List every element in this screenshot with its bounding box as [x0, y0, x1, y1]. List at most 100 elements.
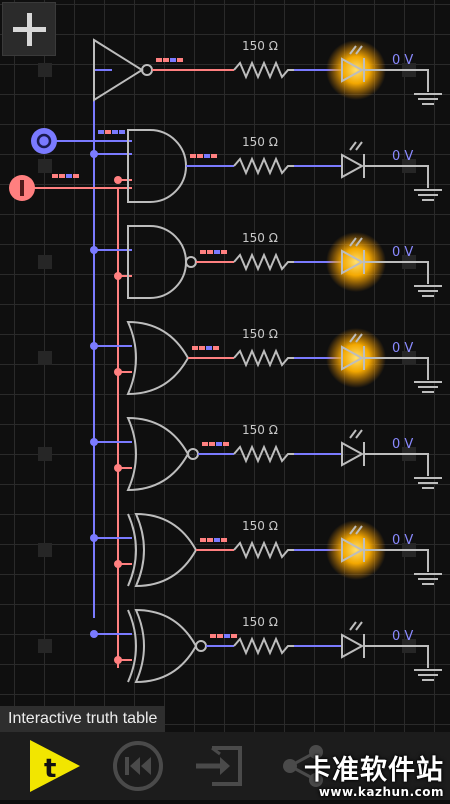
t-tool-button[interactable]: t [20, 732, 86, 800]
state-indicator [112, 130, 118, 134]
voltmeter-readout: 0 V [392, 245, 413, 260]
export-icon [196, 746, 242, 786]
gate-row-nand[interactable]: 150 Ω 0 V [90, 225, 442, 299]
state-indicator [200, 250, 206, 254]
gate-row-xor[interactable]: 150 Ω 0 V [90, 512, 442, 588]
rewind-button[interactable] [108, 732, 168, 800]
led-glow [326, 328, 386, 388]
resistor[interactable] [233, 636, 294, 656]
rewind-icon [113, 741, 163, 791]
state-indicator [200, 538, 206, 542]
state-indicator [98, 130, 104, 134]
resistor-label: 150 Ω [242, 519, 278, 533]
and-gate-symbol [127, 129, 187, 203]
state-indicator [59, 174, 65, 178]
voltmeter-readout: 0 V [392, 53, 413, 68]
resistor-label: 150 Ω [242, 423, 278, 437]
one-glyph [20, 180, 24, 196]
wire-ground [364, 261, 429, 284]
add-component-button[interactable] [2, 2, 56, 56]
resistor[interactable] [233, 444, 294, 464]
wire-ground [364, 165, 429, 188]
input-a-switch[interactable] [31, 128, 57, 154]
led-diode-icon[interactable] [341, 537, 365, 563]
gate-row-xnor[interactable]: 150 Ω0 V [90, 608, 442, 684]
state-indicator [214, 538, 220, 542]
state-indicator [206, 346, 212, 350]
state-indicator [52, 174, 58, 178]
wire-ground [364, 453, 429, 476]
led-glow [326, 520, 386, 580]
resistor-label: 150 Ω [242, 39, 278, 53]
resistor-label: 150 Ω [242, 231, 278, 245]
state-indicator [224, 634, 230, 638]
not-gate-symbol [93, 38, 144, 102]
watermark: 卡准软件站 www.kazhun.com [304, 748, 444, 799]
state-indicator [163, 58, 169, 62]
gate-row-nor[interactable]: 150 Ω0 V [90, 416, 442, 492]
board-pad [38, 159, 52, 173]
resistor[interactable] [233, 540, 294, 560]
xor-gate-symbol [134, 512, 198, 588]
led-rays [349, 333, 363, 343]
xor-curve [127, 609, 137, 683]
board-pad [38, 543, 52, 557]
board-pad [38, 255, 52, 269]
xnor-gate-symbol [134, 608, 198, 684]
gate-row-not[interactable]: 150 Ω 0 V [93, 38, 442, 105]
gate-row-or[interactable]: 150 Ω0 V [90, 320, 442, 396]
wire-ground [364, 645, 429, 668]
board-pad [38, 447, 52, 461]
bottom-toolbar: t [0, 732, 450, 800]
state-indicator [211, 154, 217, 158]
watermark-text: 卡准软件站 [304, 755, 444, 786]
input-b-switch[interactable] [9, 175, 35, 201]
junction-dot [90, 342, 98, 350]
state-indicator [214, 250, 220, 254]
state-indicator [192, 346, 198, 350]
wire-ground [364, 549, 429, 572]
junction-dot [90, 246, 98, 254]
export-button[interactable] [190, 732, 250, 800]
state-indicator [73, 174, 79, 178]
inverter-bubble [187, 448, 199, 460]
share-button[interactable] [272, 732, 332, 800]
wire-ground [364, 69, 429, 92]
state-indicator [190, 154, 196, 158]
resistor[interactable] [233, 60, 294, 80]
led-diode-icon[interactable] [341, 345, 365, 371]
share-icon [283, 745, 323, 787]
plus-icon [13, 13, 46, 46]
state-indicator [177, 58, 183, 62]
led-diode-icon[interactable] [341, 249, 365, 275]
led-diode-icon[interactable] [341, 441, 365, 467]
watermark-url: www.kazhun.com [318, 785, 444, 799]
junction-dot [90, 150, 98, 158]
state-indicator [204, 154, 210, 158]
led-diode-icon[interactable] [341, 57, 365, 83]
wire-ground [364, 357, 429, 380]
board-pad [38, 63, 52, 77]
led-diode-icon[interactable] [341, 153, 365, 179]
led-glow [326, 232, 386, 292]
board-pad [38, 351, 52, 365]
led-diode-icon[interactable] [341, 633, 365, 659]
tooltip-label: Interactive truth table [0, 706, 166, 732]
resistor[interactable] [233, 348, 294, 368]
state-indicator [221, 250, 227, 254]
junction-dot [114, 656, 122, 664]
gate-row-and[interactable]: 150 Ω0 V [90, 129, 442, 203]
resistor[interactable] [233, 252, 294, 272]
state-indicator [231, 634, 237, 638]
nor-gate-symbol [126, 416, 190, 492]
voltmeter-readout: 0 V [392, 533, 413, 548]
state-indicator [216, 442, 222, 446]
nand-gate-symbol [127, 225, 187, 299]
led-rays [349, 237, 363, 247]
input-a-node[interactable] [31, 128, 57, 154]
junction-dot [114, 272, 122, 280]
resistor-label: 150 Ω [242, 135, 278, 149]
resistor[interactable] [233, 156, 294, 176]
